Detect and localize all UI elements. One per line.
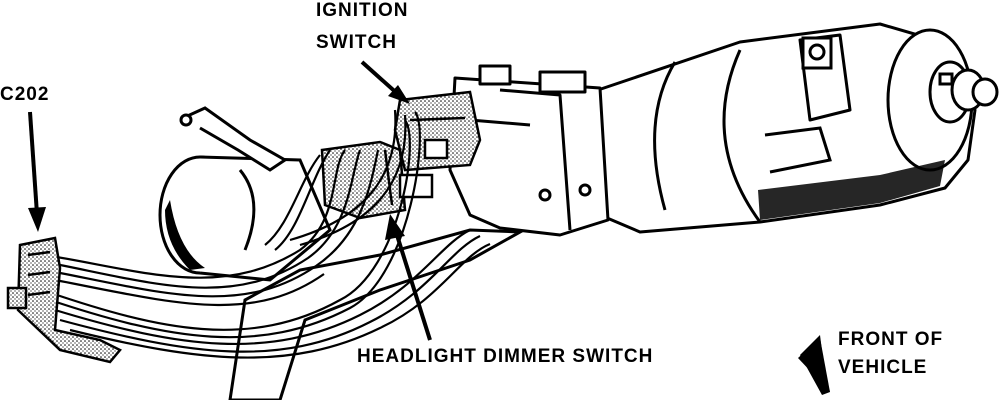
housing-shading (758, 160, 945, 220)
front-of-vehicle-arrow (798, 335, 830, 395)
headlight-dimmer-switch (320, 140, 434, 220)
c202-connector (6, 236, 122, 364)
column-end-cap (928, 60, 999, 124)
housing-rib (764, 126, 832, 174)
ignition-switch (393, 90, 482, 172)
ignition-switch-label-line1: IGNITION (316, 0, 409, 21)
lower-column-shading (165, 200, 205, 270)
dimmer-callout-arrow (385, 214, 432, 341)
c202-connector-label: C202 (0, 84, 50, 105)
front-of-vehicle-label-line1: FRONT OF (838, 329, 944, 350)
wire-harness (44, 109, 491, 359)
headlight-dimmer-switch-label: HEADLIGHT DIMMER SWITCH (357, 346, 654, 367)
housing-bracket (801, 36, 833, 70)
front-of-vehicle-label-line2: VEHICLE (838, 357, 928, 378)
ignition-switch-label-line2: SWITCH (316, 32, 397, 53)
c202-callout-arrow (28, 111, 46, 232)
column-mechanism (448, 64, 610, 237)
ignition-callout-arrow (360, 60, 410, 104)
mounting-bracket (179, 106, 288, 172)
